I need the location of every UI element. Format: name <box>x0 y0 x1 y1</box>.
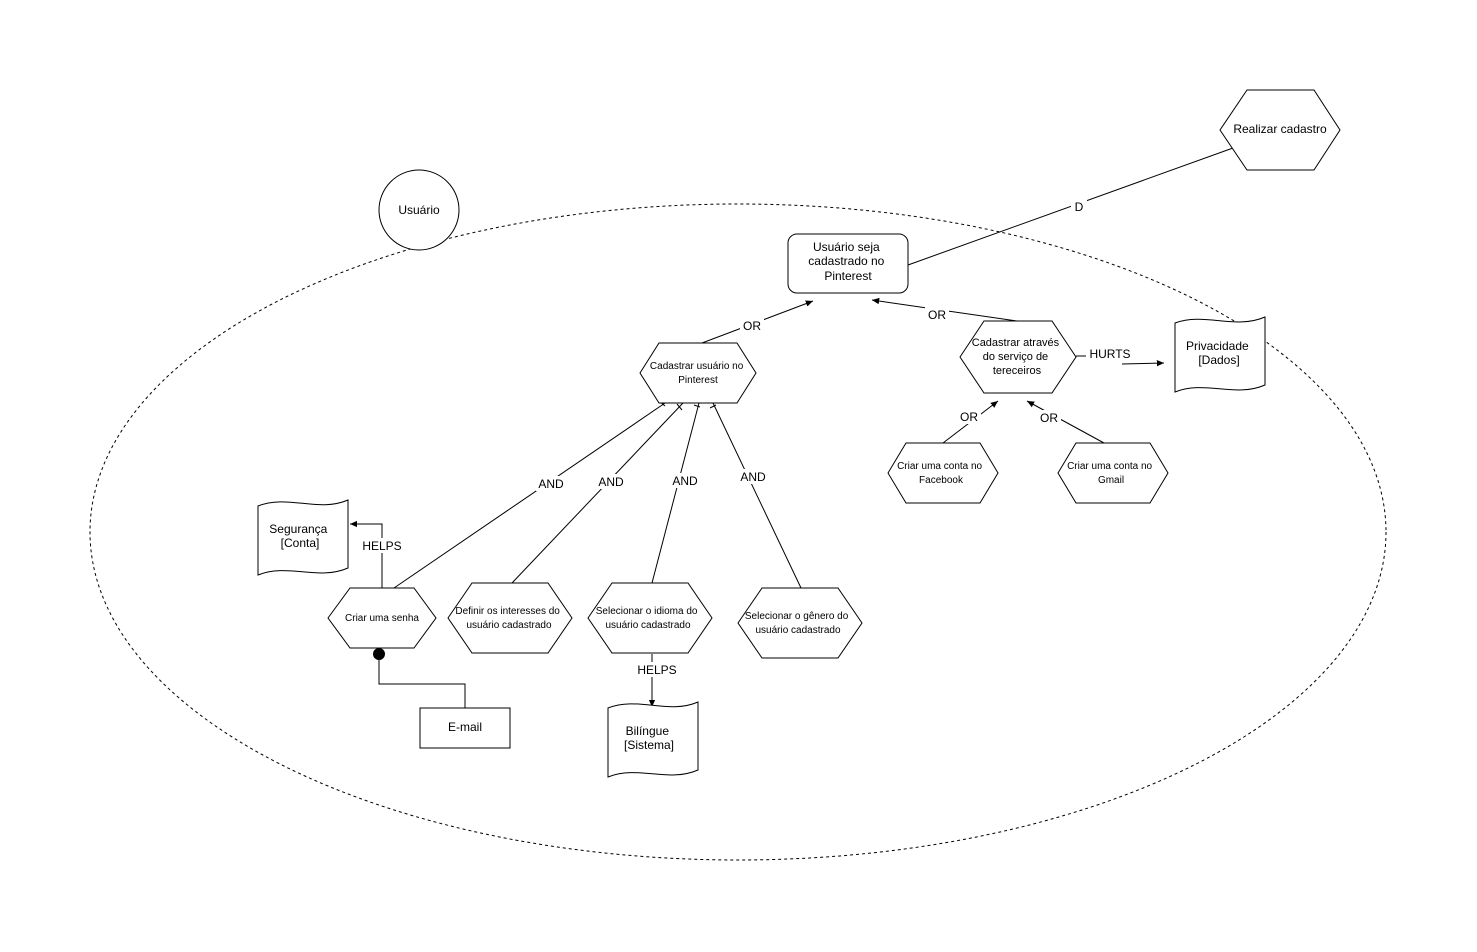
svg-text:Criar uma conta no Gmail: Criar uma conta no Gmail <box>1067 461 1155 486</box>
actor-label: Usuário <box>398 203 440 217</box>
svg-text:Segurança [Conta]: Segurança [Conta] <box>269 522 330 550</box>
and-label: AND <box>672 474 698 488</box>
and-label: AND <box>598 475 624 489</box>
needed-by-link[interactable] <box>373 648 466 708</box>
or-link-gmail[interactable]: OR <box>1026 400 1105 444</box>
and-link-criar-senha[interactable]: AND <box>393 400 669 589</box>
actor-usuario[interactable]: Usuário <box>378 169 460 251</box>
task-criar-gmail[interactable]: Criar uma conta no Gmail <box>1057 442 1169 504</box>
and-label: AND <box>740 470 766 484</box>
or-link-cadastrar-terceiros[interactable]: OR <box>871 297 1018 322</box>
and-link-selecionar-genero[interactable]: AND <box>709 402 802 589</box>
or-label: OR <box>1040 411 1058 425</box>
softgoal-privacidade[interactable]: Privacidade [Dados] <box>1174 316 1266 393</box>
svg-text:Usuário seja cadastrado: Usuário seja cadastrado no Pinterest <box>808 240 887 283</box>
task-definir-interesses[interactable]: Definir os interesses do usuário cadastr… <box>447 582 573 654</box>
svg-text:Bilíngue [Sistema]: Bilíngue [Sistema] <box>624 724 674 752</box>
svg-text:Criar uma senha: Criar uma senha <box>345 613 419 624</box>
task-criar-facebook[interactable]: Criar uma conta no Facebook <box>887 442 999 504</box>
softgoal-bilingue[interactable]: Bilíngue [Sistema] <box>607 701 699 778</box>
actor-boundary <box>89 203 1387 861</box>
softgoal-seguranca[interactable]: Segurança [Conta] <box>257 499 349 576</box>
hurts-link[interactable]: HURTS <box>1076 347 1165 367</box>
or-label: OR <box>960 410 978 424</box>
and-link-selecionar-idioma[interactable]: AND <box>651 402 701 584</box>
svg-text:Criar uma conta no Faceb: Criar uma conta no Facebook <box>897 461 985 486</box>
task-criar-senha[interactable]: Criar uma senha <box>327 587 437 649</box>
svg-text:Realizar cadastro: Realizar cadastro <box>1233 122 1327 136</box>
task-cadastrar-usuario[interactable]: Cadastrar usuário no Pinterest <box>639 342 757 404</box>
or-link-cadastrar-usuario[interactable]: OR <box>701 300 814 344</box>
helps-label: HELPS <box>362 539 401 553</box>
task-realizar-cadastro[interactable]: Realizar cadastro <box>1219 89 1341 171</box>
task-selecionar-idioma[interactable]: Selecionar o idioma do usuário cadastrad… <box>587 582 713 654</box>
svg-text:Privacidade [Dados]: Privacidade [Dados] <box>1186 339 1252 367</box>
hurts-label: HURTS <box>1089 347 1130 361</box>
svg-text:Cadastrar através do ser: Cadastrar através do serviço de tereceir… <box>972 337 1063 377</box>
svg-text:Selecionar o gênero do u: Selecionar o gênero do usuário cadastrad… <box>745 611 851 636</box>
or-label: OR <box>743 319 761 333</box>
svg-text:Definir os interesses do: Definir os interesses do usuário cadastr… <box>455 606 562 631</box>
or-label: OR <box>928 308 946 322</box>
dependency-label: D <box>1075 200 1084 214</box>
svg-text:E-mail: E-mail <box>448 720 482 734</box>
helps-link-bilingue[interactable]: HELPS <box>636 654 680 707</box>
helps-label: HELPS <box>637 663 676 677</box>
helps-link-seguranca[interactable]: HELPS <box>350 520 404 588</box>
svg-text:Cadastrar usuário no Pin: Cadastrar usuário no Pinterest <box>650 361 746 386</box>
task-selecionar-genero[interactable]: Selecionar o gênero do usuário cadastrad… <box>737 587 863 659</box>
dependency-link[interactable]: D <box>907 147 1234 266</box>
and-link-definir-interesses[interactable]: AND <box>511 402 684 584</box>
svg-text:Selecionar o idioma do u: Selecionar o idioma do usuário cadastrad… <box>596 606 701 631</box>
and-label: AND <box>538 477 564 491</box>
resource-email[interactable]: E-mail <box>419 707 511 749</box>
goal-usuario-cadastrado[interactable]: Usuário seja cadastrado no Pinterest <box>787 233 909 294</box>
or-link-facebook[interactable]: OR <box>942 400 999 444</box>
task-cadastrar-terceiros[interactable]: Cadastrar através do serviço de tereceir… <box>959 320 1077 394</box>
